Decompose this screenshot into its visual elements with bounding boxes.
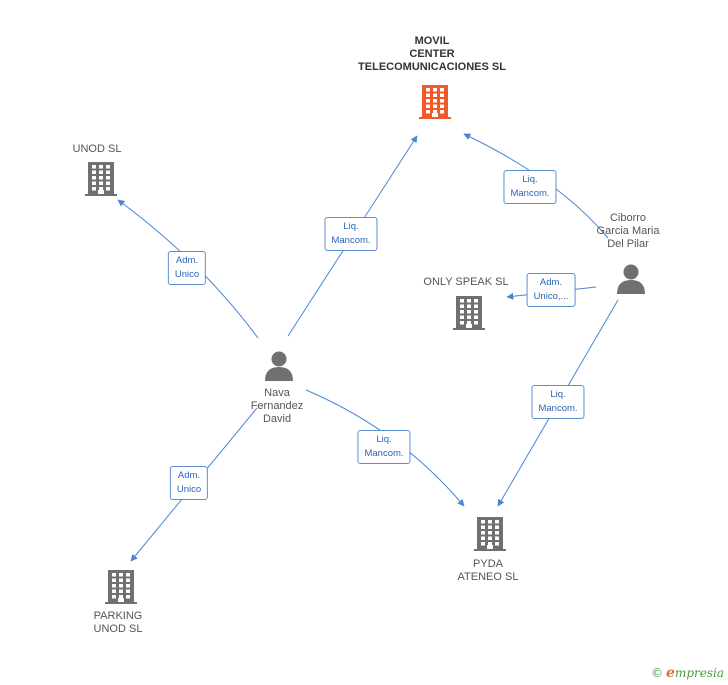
copyright-icon: ©: [651, 666, 664, 680]
node-label-nava[interactable]: Nava Fernandez David: [250, 387, 304, 425]
edge-label-nava-pyda[interactable]: Liq. Mancom.: [357, 430, 411, 464]
node-label-only-speak[interactable]: ONLY SPEAK SL: [423, 276, 509, 288]
edge-label-ciborro-movil[interactable]: Liq. Mancom.: [503, 170, 557, 204]
building-icon-unod[interactable]: [85, 162, 117, 196]
empresia-watermark: ©empresia: [651, 665, 724, 681]
edge-label-nava-movil[interactable]: Liq. Mancom.: [324, 217, 378, 251]
node-label-pyda[interactable]: PYDA ATENEO SL: [457, 558, 519, 583]
building-icon-only-speak[interactable]: [453, 296, 485, 330]
edge-label-nava-unod[interactable]: Adm. Unico: [167, 251, 207, 285]
edge-label-ciborro-only[interactable]: Adm. Unico,...: [526, 273, 576, 307]
node-label-unod[interactable]: UNOD SL: [72, 143, 122, 155]
building-icon-parking[interactable]: [105, 570, 137, 604]
person-icon-ciborro[interactable]: [617, 264, 645, 295]
edge-label-nava-parking[interactable]: Adm. Unico: [169, 466, 209, 500]
person-icon-nava[interactable]: [265, 351, 293, 382]
edge-label-ciborro-pyda[interactable]: Liq. Mancom.: [531, 385, 585, 419]
building-icon-pyda[interactable]: [474, 517, 506, 551]
node-label-ciborro[interactable]: Ciborro Garcia Maria Del Pilar: [596, 212, 660, 250]
building-icon-movil[interactable]: [419, 85, 451, 119]
node-label-movil[interactable]: MOVIL CENTER TELECOMUNICACIONES SL: [358, 35, 506, 73]
node-label-parking[interactable]: PARKING UNOD SL: [93, 610, 143, 635]
